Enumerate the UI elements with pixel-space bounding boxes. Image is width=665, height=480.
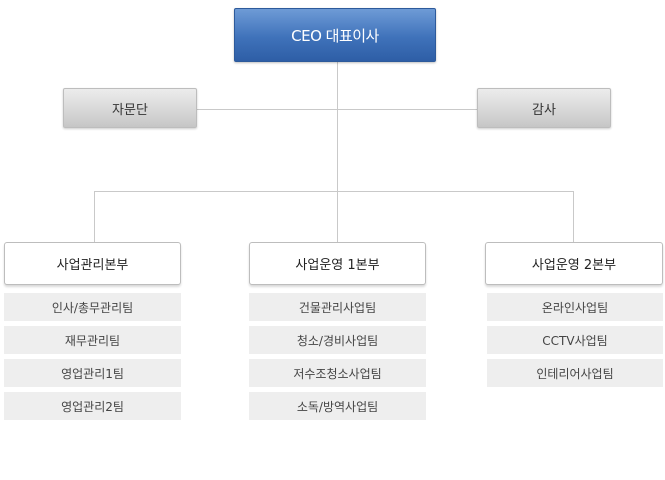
ceo-node: CEO 대표이사 xyxy=(234,8,436,62)
divisions-horizontal-line xyxy=(94,191,574,192)
division-2-node: 사업운영 1본부 xyxy=(249,242,426,285)
team-node: 저수조청소사업팀 xyxy=(249,359,426,387)
division-3-node: 사업운영 2본부 xyxy=(485,242,663,285)
team-node: CCTV사업팀 xyxy=(487,326,663,354)
team-node: 건물관리사업팀 xyxy=(249,293,426,321)
audit-node: 감사 xyxy=(477,88,611,128)
division-1-node: 사업관리본부 xyxy=(4,242,181,285)
team-node: 재무관리팀 xyxy=(4,326,181,354)
ceo-trunk-line xyxy=(337,62,338,243)
team-node: 인테리어사업팀 xyxy=(487,359,663,387)
team-node: 온라인사업팀 xyxy=(487,293,663,321)
team-node: 청소/경비사업팀 xyxy=(249,326,426,354)
division-1-drop-line xyxy=(94,191,95,243)
advisory-node: 자문단 xyxy=(63,88,197,128)
team-node: 소독/방역사업팀 xyxy=(249,392,426,420)
staff-horizontal-line xyxy=(196,109,478,110)
team-node: 인사/총무관리팀 xyxy=(4,293,181,321)
team-node: 영업관리1팀 xyxy=(4,359,181,387)
team-node: 영업관리2팀 xyxy=(4,392,181,420)
division-3-drop-line xyxy=(573,191,574,243)
